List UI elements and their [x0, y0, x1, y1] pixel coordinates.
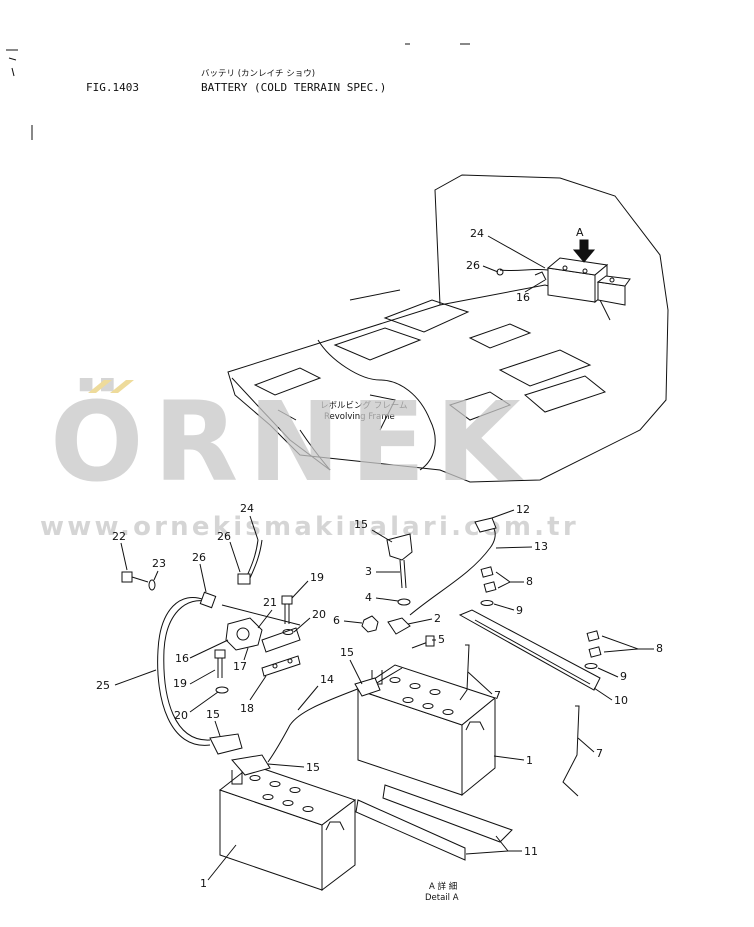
callout-14: 14	[320, 673, 334, 686]
watermark: ÖRNEK www.ornekismakinalari.com.tr	[40, 377, 576, 542]
terminal-clamp-upper	[386, 533, 413, 606]
scan-marks	[6, 43, 470, 140]
callout-9-upper: 9	[516, 604, 523, 617]
callout-3: 3	[365, 565, 372, 578]
frame-batteries	[499, 257, 631, 306]
frame-label: Revolving Frame	[324, 412, 395, 422]
callout-6: 6	[333, 614, 340, 627]
callout-7-lower: 7	[596, 747, 603, 760]
battery-right	[356, 664, 497, 797]
callout-25: 25	[96, 679, 110, 692]
callout-15-top: 15	[354, 518, 368, 531]
hold-down-rods	[459, 644, 580, 797]
revolving-frame-drawing	[227, 174, 669, 483]
cable-13	[409, 517, 497, 616]
figure-number: FIG.1403	[86, 81, 139, 94]
callout-26-upper: 26	[217, 530, 231, 543]
detail-a-japanese: A 詳 細	[429, 881, 457, 892]
callout-19-right: 19	[310, 571, 324, 584]
callout-5: 5	[438, 633, 445, 646]
callout-15-lower: 15	[306, 761, 320, 774]
detail-a-label: Detail A	[425, 893, 459, 903]
view-a-label: A	[576, 226, 584, 239]
callout-23: 23	[152, 557, 166, 570]
callout-22: 22	[112, 530, 126, 543]
callout-15-left: 15	[206, 708, 220, 721]
battery-mats	[355, 784, 513, 861]
callout-16-frame: 16	[516, 291, 530, 304]
small-hardware	[361, 615, 435, 649]
callout-16: 16	[175, 652, 189, 665]
callout-26-frame: 26	[466, 259, 480, 272]
bolts-19	[214, 595, 294, 694]
callout-2: 2	[434, 612, 441, 625]
hold-down-bar	[458, 609, 601, 691]
view-a-arrow	[572, 239, 596, 263]
battery-left	[218, 764, 357, 892]
callout-1-right: 1	[526, 754, 533, 767]
callout-9-lower: 9	[620, 670, 627, 683]
callout-12: 12	[516, 503, 530, 516]
callout-20-right: 20	[312, 608, 326, 621]
callout-11: 11	[524, 845, 538, 858]
callout-26: 26	[192, 551, 206, 564]
callout-15-mid: 15	[340, 646, 354, 659]
callout-19-left: 19	[173, 677, 187, 690]
cable-25	[157, 597, 243, 755]
callout-8-upper: 8	[526, 575, 533, 588]
callout-13: 13	[534, 540, 548, 553]
bolt-washer	[121, 571, 156, 591]
callout-20-left: 20	[174, 709, 188, 722]
callout-8-lower: 8	[656, 642, 663, 655]
title-japanese: バッテリ (カンレイチ ショウ)	[201, 69, 315, 79]
callout-17: 17	[233, 660, 247, 673]
watermark-brand: ÖRNEK	[50, 377, 531, 506]
callout-10: 10	[614, 694, 628, 707]
callout-1-left: 1	[200, 877, 207, 890]
callout-4: 4	[365, 591, 372, 604]
nuts-and-washers	[480, 566, 602, 669]
callout-18: 18	[240, 702, 254, 715]
callout-7-upper: 7	[494, 689, 501, 702]
cable-24-clip	[199, 539, 263, 609]
callout-21: 21	[263, 596, 277, 609]
figure-title: BATTERY (COLD TERRAIN SPEC.)	[201, 81, 386, 94]
frame-label-japanese: レボルビング フレーム	[320, 400, 407, 411]
callout-24: 24	[240, 502, 254, 515]
callout-24-frame: 24	[470, 227, 484, 240]
